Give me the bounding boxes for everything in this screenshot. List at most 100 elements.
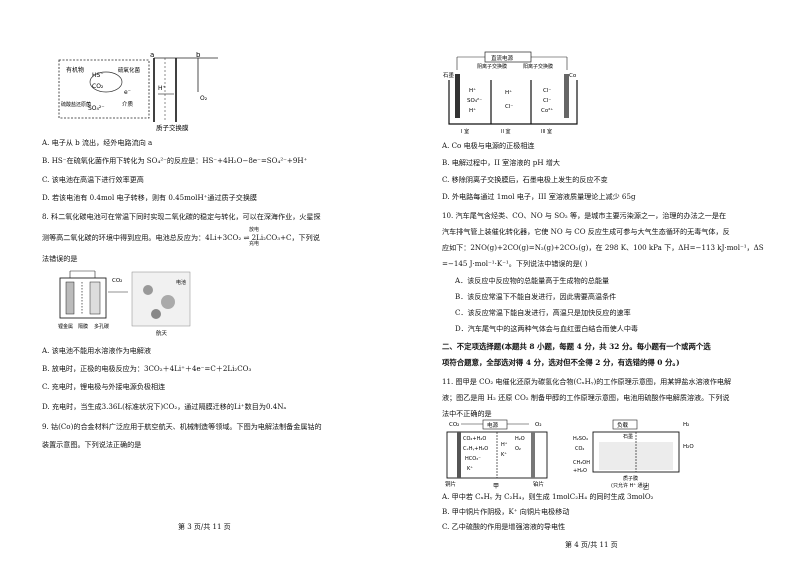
room1-ion1: H⁺ bbox=[469, 87, 476, 94]
q11-line1: 11. 图甲是 CO₂ 电催化还原为碳氢化合物(CₓHᵧ)的工作原理示意图，用某… bbox=[442, 377, 732, 386]
fuel-cell-figure: a b 有机物 HS⁻ CO₂ 硫氧化菌 硫酸盐还原菌 SO₄²⁻ e⁻ 介质 … bbox=[58, 52, 218, 132]
hs-label: HS⁻ bbox=[92, 72, 104, 79]
q8-stem-line1: 8. 科二氧化碳电池可在常温下同时实现二氧化碳的稳定与转化，可以在深海作业，火星… bbox=[42, 212, 321, 221]
jia-left-label2: CₓHᵧ+H₂O bbox=[463, 446, 488, 452]
q9-option-b: B. 电解过程中，II 室溶液的 pH 增大 bbox=[442, 158, 560, 167]
hplus-label: H⁺ bbox=[158, 85, 166, 92]
q7-option-a: A. 电子从 b 流出，经外电路流向 a bbox=[42, 138, 153, 147]
q7-option-d: D. 若该电池有 0.4mol 电子转移，则有 0.45molH⁺通过质子交换膜 bbox=[42, 193, 258, 202]
q10-option-b: B．该反应常温下不能自发进行，因此需要高温条件 bbox=[455, 292, 617, 301]
q8-option-a: A. 该电池不能用水溶液作为电解液 bbox=[42, 346, 151, 355]
jia-right-label1: H₂O bbox=[515, 436, 525, 442]
q8-option-c: C. 充电时，锂电极与外接电源负极相连 bbox=[42, 382, 166, 391]
yi-h2o-right-label: H₂O bbox=[683, 444, 694, 450]
q10-line4: =−145 J·mol⁻¹·K⁻¹。下列说法中错误的是( ) bbox=[442, 259, 588, 268]
graphite-label: 石墨 bbox=[443, 72, 455, 79]
q7-option-c: C. 该电池在高温下进行效率更高 bbox=[42, 175, 144, 184]
jia-co2-in: CO₂ bbox=[449, 422, 459, 428]
page-footer-right: 第 4 页/共 11 页 bbox=[565, 541, 618, 549]
q9-option-a: A. Co 电极与电源的正极相连 bbox=[442, 141, 535, 150]
co2-arrow-label: CO₂ bbox=[112, 278, 122, 284]
q11-option-b: B. 甲中铜片作阴极，K⁺ 向铜片电极移动 bbox=[442, 507, 570, 516]
anion-membrane-label: 阴离子交换膜 bbox=[477, 63, 507, 70]
power-supply-label: 直流电源 bbox=[491, 54, 514, 62]
so4-label: SO₄²⁻ bbox=[88, 105, 105, 112]
jia-pt-label: 铂片 bbox=[533, 480, 544, 488]
porous-carbon-label: 多孔碳 bbox=[94, 323, 109, 330]
discharge-label: 放电 bbox=[249, 227, 260, 233]
organic-label: 有机物 bbox=[66, 66, 84, 74]
yi-membrane-label: 质子膜 bbox=[623, 475, 638, 482]
room1-label: I 室 bbox=[461, 128, 469, 135]
cobalt-electrolysis-figure: 直流电源 石墨 阴离子交换膜 阳离子交换膜 Co H⁺ SO₄²⁻ H⁺ H⁺ … bbox=[443, 51, 578, 135]
q11-option-a: A. 甲中若 CₓHᵧ 为 C₂H₄，则生成 1molC₂H₄ 的同时生成 3m… bbox=[442, 492, 654, 501]
room1-ion3: H⁺ bbox=[469, 107, 476, 114]
jia-caption: 甲 bbox=[493, 483, 499, 490]
lithium-label: 锂金属 bbox=[58, 323, 73, 330]
yi-ch3oh-label: CH₃OH bbox=[573, 460, 590, 466]
room1-ion2: SO₄²⁻ bbox=[467, 97, 482, 104]
cation-membrane-label: 阳离子交换膜 bbox=[523, 63, 553, 70]
jia-power-label: 电源 bbox=[487, 421, 499, 429]
section2-line1: 二、不定项选择题(本题共 8 小题，每题 4 分，共 32 分。每小题有一个或两… bbox=[442, 342, 711, 351]
room2-ion1: H⁺ bbox=[505, 89, 512, 96]
charge-label: 充电 bbox=[249, 241, 260, 247]
q10-option-a: A．该反应中反应物的总能量高于生成物的总能量 bbox=[455, 276, 610, 285]
q9-option-c: C. 移除阴离子交换膜后，石墨电极上发生的反应不变 bbox=[442, 175, 608, 184]
label-b: b bbox=[196, 52, 201, 59]
room2-ion2: Cl⁻ bbox=[505, 104, 513, 110]
bacteria1-label: 硫氧化菌 bbox=[118, 66, 141, 74]
q9-stem-line2: 装置示意图。下列说法正确的是 bbox=[42, 440, 142, 449]
page-footer-left: 第 3 页/共 11 页 bbox=[178, 523, 231, 531]
room3-label: III 室 bbox=[541, 128, 552, 135]
jia-right-label2: O₂ bbox=[515, 446, 521, 452]
jia-cu-label: 铜片 bbox=[445, 480, 456, 488]
yi-graphite-label: 石墨 bbox=[623, 434, 633, 440]
q9-stem-line1: 9. 钴(Co)的合金材料广泛应用于航空航天、机械制造等领域。下图为电解法制备金… bbox=[42, 422, 322, 431]
q10-line3: 应如下：2NO(g)+2CO(g)=N₂(g)+2CO₂(g)，在 298 K、… bbox=[442, 243, 764, 252]
q11-line3: 法中不正确的是 bbox=[442, 409, 492, 418]
spaceflight-label: 航天 bbox=[156, 329, 168, 337]
room2-label: II 室 bbox=[501, 128, 511, 135]
membrane-caption: 质子交换膜 bbox=[156, 123, 189, 132]
yi-co2-label: CO₂ bbox=[575, 446, 584, 452]
right-page: 直流电源 石墨 阴离子交换膜 阳离子交换膜 Co H⁺ SO₄²⁻ H⁺ H⁺ … bbox=[397, 0, 794, 561]
jia-left-label4: K⁺ bbox=[467, 466, 473, 472]
q10-line2: 汽车排气管上装催化转化器，它使 NO 与 CO 反应生成可参与大气生态循环的无毒… bbox=[442, 227, 730, 236]
room3-ion3: Co²⁺ bbox=[541, 107, 553, 114]
q8-stem-line2: 测等高二氧化碳的环境中得到应用。电池总反应为：4Li+3CO₂ ⇌ 2Li₂CO… bbox=[42, 233, 320, 242]
electrode-label: 介质 bbox=[122, 100, 134, 108]
separator-label: 隔膜 bbox=[78, 323, 88, 330]
yi-h2-label: H₂ bbox=[683, 422, 689, 428]
li-co2-battery-figure: CO₂ 锂金属 隔膜 多孔碳 电池 航天 bbox=[58, 270, 191, 337]
room3-ion2: Cl⁻ bbox=[543, 98, 551, 104]
bacteria2-label: 硫酸盐还原菌 bbox=[61, 101, 91, 108]
yi-h2so4-label: H₂SO₄ bbox=[573, 436, 588, 442]
label-a: a bbox=[150, 52, 154, 59]
jia-mid-ion2: K⁺ bbox=[501, 452, 507, 458]
left-page: a b 有机物 HS⁻ CO₂ 硫氧化菌 硫酸盐还原菌 SO₄²⁻ e⁻ 介质 … bbox=[42, 52, 322, 531]
yi-caption: 乙 bbox=[643, 485, 649, 490]
yi-membrane-note: (只允许 H⁺ 通过) bbox=[611, 482, 650, 489]
q8-stem-line3: 法错误的是 bbox=[42, 254, 78, 263]
jia-left-label1: CO₂+H₂O bbox=[463, 436, 486, 442]
jia-o2-out: O₂ bbox=[535, 422, 542, 428]
q8-option-b: B. 放电时，正极的电极反应为：3CO₂＋4Li⁺＋4e⁻=C＋2Li₂CO₃ bbox=[42, 364, 252, 373]
q10-option-d: D．汽车尾气中的这两种气体会与血红蛋白结合而使人中毒 bbox=[455, 324, 639, 333]
jia-mid-ion1: H⁺ bbox=[501, 442, 508, 448]
q11-line2: 液；图乙是用 H₂ 还原 CO₂ 制备甲醇的工作原理示意图，电池用硫酸作电解质溶… bbox=[442, 393, 730, 402]
q11-option-c: C. 乙中硫酸的作用是增强溶液的导电性 bbox=[442, 522, 566, 531]
o2-label: O₂ bbox=[200, 95, 208, 102]
device-label: 电池 bbox=[176, 279, 186, 286]
q10-line1: 10. 汽车尾气含烃类、CO、NO 与 SO₂ 等，是城市主要污染源之一，治理的… bbox=[442, 211, 727, 220]
q7-option-b: B. HS⁻在硫氧化菌作用下转化为 SO₄²⁻的反应是：HS⁻+4H₂O−8e⁻… bbox=[42, 156, 308, 165]
q9-option-d: D. 外电路每通过 1mol 电子，III 室溶液质量理论上减少 65g bbox=[442, 192, 636, 201]
q10-option-c: C．该反应常温下能自发进行，高温只是加快反应的速率 bbox=[455, 308, 631, 317]
q8-option-d: D. 充电时，当生成3.36L(标准状况下)CO₂，通过隔膜迁移的Li⁺数目为0… bbox=[42, 402, 287, 411]
co2-label: CO₂ bbox=[92, 83, 104, 90]
co-electrode-label: Co bbox=[569, 73, 577, 79]
q11-figures: CO₂ 电源 O₂ CO₂+H₂O CₓHᵧ+H₂O HCO₃⁻ K⁺ H⁺ K… bbox=[445, 419, 694, 490]
room3-ion1: Cl⁻ bbox=[543, 88, 551, 94]
yi-h2o-left-label: +H₂O bbox=[573, 468, 587, 474]
section2-line2: 项符合题意，全部选对得 4 分，选对但不全得 2 分，有选错的得 0 分。) bbox=[442, 358, 680, 367]
